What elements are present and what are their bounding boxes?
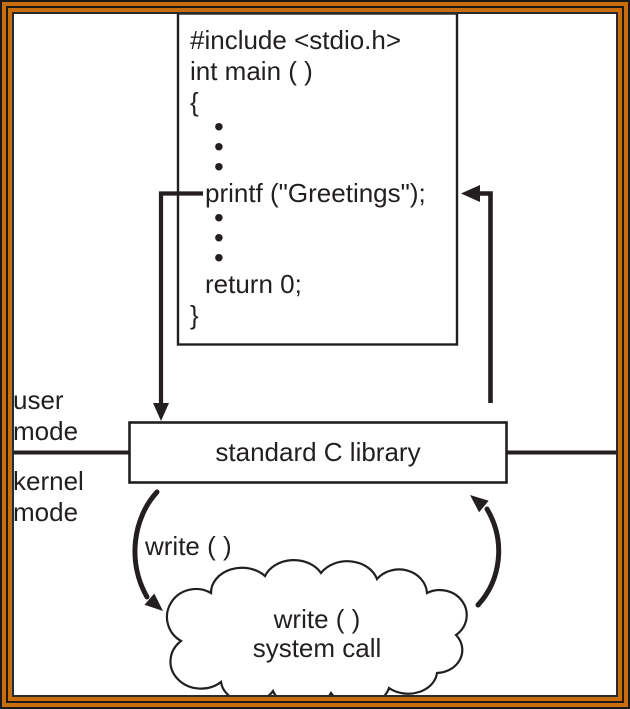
- library-box-outline: [130, 423, 507, 483]
- ellipsis-dot: •: [214, 131, 224, 162]
- code-line-open-brace: {: [190, 87, 199, 117]
- write-call-curved-arrow: [135, 492, 163, 611]
- code-line-include: #include <stdio.h>: [190, 25, 402, 55]
- printf-to-library-arrow: [153, 194, 203, 422]
- code-line-printf: printf ("Greetings");: [205, 178, 426, 208]
- ellipsis-dot: •: [214, 202, 224, 233]
- program-code-box: #include <stdio.h> int main ( ) { • • • …: [190, 25, 452, 331]
- user-mode-label: user mode: [13, 385, 79, 446]
- standard-c-library-label: standard C library: [215, 437, 421, 467]
- ellipsis-dot: •: [214, 151, 224, 182]
- ellipsis-dot: •: [214, 111, 224, 142]
- code-line-close-brace: }: [190, 300, 199, 330]
- syscall-return-curved-arrow: [470, 495, 499, 605]
- code-line-main: int main ( ): [190, 56, 313, 86]
- write-call-label: write ( ): [145, 531, 232, 561]
- ellipsis-dot: •: [214, 242, 224, 273]
- code-line-return: return 0;: [205, 269, 302, 299]
- ellipsis-dot: •: [214, 222, 224, 253]
- library-to-printf-return-arrow: [461, 185, 491, 403]
- code-box-outline: [178, 14, 457, 345]
- system-call-cloud-label: write ( ) system call: [252, 604, 382, 663]
- kernel-mode-label: kernel mode: [13, 466, 84, 527]
